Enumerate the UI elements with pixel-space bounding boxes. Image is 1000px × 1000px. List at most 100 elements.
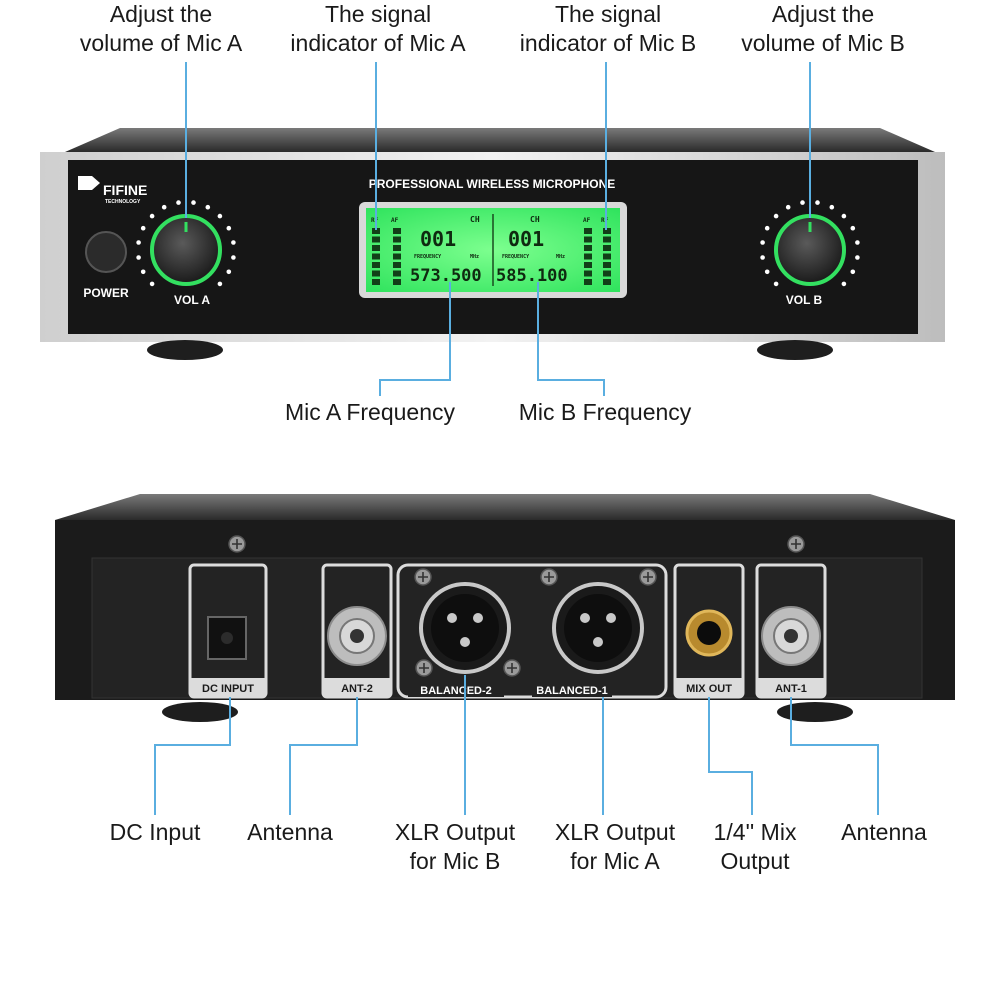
rear-panel-unit: DC INPUT ANT-2 BALANCED-2 BALANCED-1 bbox=[55, 494, 955, 722]
rear-top-lid bbox=[55, 494, 955, 520]
xlr-balanced-2[interactable] bbox=[419, 582, 511, 674]
scale-dot bbox=[176, 200, 181, 205]
scale-dot bbox=[136, 255, 141, 260]
callout-antenna-2: Antenna bbox=[247, 819, 333, 845]
xlr-balanced-1[interactable] bbox=[552, 582, 644, 674]
meter-segment bbox=[603, 262, 611, 268]
vol-b-label: VOL B bbox=[786, 293, 823, 307]
vol-b-scale-dots bbox=[760, 200, 860, 287]
scale-dot bbox=[850, 269, 856, 275]
meter-segment bbox=[603, 245, 611, 251]
scale-dot bbox=[855, 255, 860, 260]
scale-dot bbox=[850, 225, 856, 231]
vol-b-knob[interactable] bbox=[774, 214, 846, 286]
meter-segment bbox=[603, 279, 611, 285]
lcd-frequency-b: 585.100 bbox=[496, 266, 568, 286]
screw-slot bbox=[791, 539, 801, 549]
scale-dot bbox=[855, 240, 860, 245]
callout-vol-a: Adjust the volume of Mic A bbox=[79, 1, 243, 56]
leader-freq-a bbox=[379, 282, 451, 396]
callout-signal-b: The signal indicator of Mic B bbox=[519, 1, 697, 56]
scale-dot bbox=[140, 225, 146, 231]
lcd-rf-label-b: RF bbox=[601, 217, 609, 224]
lcd-af-label-b: AF bbox=[583, 217, 591, 224]
rear-screws bbox=[228, 535, 805, 677]
vol-a-knob[interactable] bbox=[150, 214, 222, 286]
scale-dot bbox=[773, 281, 779, 287]
rear-foot-left bbox=[162, 702, 238, 722]
screw-slot bbox=[419, 663, 429, 673]
lcd-channel-b: 001 bbox=[508, 227, 544, 251]
lcd-frequency-label-b: FREQUENCY bbox=[502, 254, 529, 260]
scale-dot bbox=[161, 204, 167, 210]
front-panel-unit: FIFINE TECHNOLOGY PROFESSIONAL WIRELESS … bbox=[40, 128, 945, 360]
screw-slot bbox=[418, 572, 428, 582]
rear-foot-right bbox=[777, 702, 853, 722]
dc-jack-pin bbox=[221, 632, 233, 644]
callout-xlr-b: XLR Output for Mic B bbox=[394, 819, 516, 874]
dc-input-plate bbox=[190, 678, 266, 697]
callout-leaders bbox=[154, 62, 879, 815]
lcd-ch-label-b: CH bbox=[530, 215, 540, 224]
balanced-2-label: BALANCED-2 bbox=[420, 685, 492, 697]
front-top-lid bbox=[65, 128, 935, 152]
lcd-channel-a: 001 bbox=[420, 227, 456, 251]
brand-name: FIFINE bbox=[103, 182, 147, 198]
meter-segment bbox=[393, 270, 401, 277]
ant1-label: ANT-1 bbox=[775, 683, 807, 695]
callout-freq-a: Mic A Frequency bbox=[284, 399, 456, 425]
scale-dot bbox=[136, 240, 141, 245]
meter-segment bbox=[372, 262, 380, 268]
dc-input-label: DC INPUT bbox=[202, 683, 254, 695]
vol-a-label: VOL A bbox=[174, 293, 210, 307]
callout-xlr-a: XLR Output for Mic A bbox=[554, 819, 676, 874]
meter-segment bbox=[584, 228, 592, 234]
meter-segment bbox=[393, 228, 401, 234]
meter-segment bbox=[603, 236, 611, 243]
ant1-plate bbox=[757, 678, 825, 697]
meter-segment bbox=[584, 279, 592, 285]
callout-signal-a: The signal indicator of Mic A bbox=[290, 1, 466, 56]
scale-dot bbox=[205, 204, 211, 210]
screw-slot bbox=[643, 572, 653, 582]
scale-dot bbox=[149, 281, 155, 287]
front-foot-left bbox=[147, 340, 223, 360]
meter-segment bbox=[584, 270, 592, 277]
mix-out-label: MIX OUT bbox=[686, 683, 732, 695]
model-title: PROFESSIONAL WIRELESS MICROPHONE bbox=[369, 177, 615, 191]
scale-dot bbox=[785, 204, 791, 210]
screw-slot bbox=[232, 539, 242, 549]
scale-dot bbox=[829, 204, 835, 210]
lcd-rf-label-a: RF bbox=[371, 217, 379, 224]
leader-dc bbox=[154, 697, 231, 815]
screw-slot bbox=[507, 663, 517, 673]
meter-segment bbox=[372, 279, 380, 285]
callout-vol-b: Adjust the volume of Mic B bbox=[741, 1, 905, 56]
scale-dot bbox=[760, 255, 765, 260]
meter-segment bbox=[372, 245, 380, 251]
balanced-1-label: BALANCED-1 bbox=[536, 685, 608, 697]
scale-dot bbox=[140, 269, 146, 275]
meter-segment bbox=[393, 253, 401, 260]
meter-segment bbox=[393, 236, 401, 243]
meter-segment bbox=[603, 253, 611, 260]
power-button[interactable] bbox=[85, 231, 127, 273]
ant2-label: ANT-2 bbox=[341, 683, 373, 695]
meter-segment bbox=[372, 228, 380, 234]
callout-freq-b: Mic B Frequency bbox=[518, 399, 692, 425]
signal-meter-b bbox=[584, 228, 611, 285]
screw-slot bbox=[544, 572, 554, 582]
scale-dot bbox=[231, 255, 236, 260]
meter-segment bbox=[372, 270, 380, 277]
leader-ant2 bbox=[289, 697, 358, 815]
meter-segment bbox=[372, 236, 380, 243]
mix-out-plate bbox=[675, 678, 743, 697]
lcd-ch-label-a: CH bbox=[470, 215, 480, 224]
power-label: POWER bbox=[83, 286, 129, 300]
meter-segment bbox=[603, 228, 611, 234]
callout-dc-input: DC Input bbox=[109, 819, 201, 845]
meter-segment bbox=[393, 245, 401, 251]
front-foot-right bbox=[757, 340, 833, 360]
scale-dot bbox=[773, 213, 779, 219]
